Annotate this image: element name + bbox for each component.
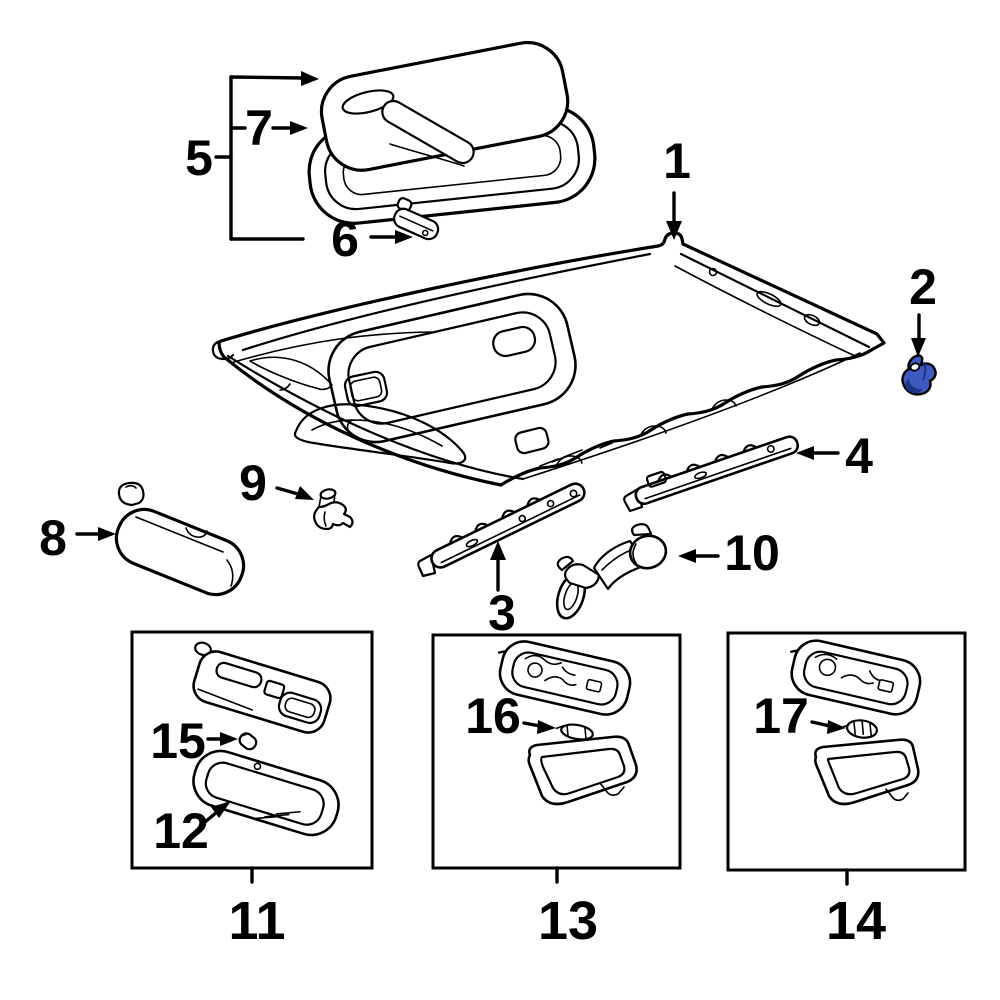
callout-arrow-16 <box>522 720 556 734</box>
callout-4: 4 <box>845 428 873 484</box>
callout-5: 5 <box>185 130 213 186</box>
callout-arrow-2 <box>911 313 926 357</box>
inset-box-14: 17 <box>726 631 967 886</box>
part-10-assist-grip-drawing <box>555 523 668 620</box>
callout-7: 7 <box>245 100 273 156</box>
clip-shadow <box>905 378 922 394</box>
callout-arrow-3 <box>490 541 506 592</box>
inset-box-11: 15 12 <box>130 630 374 884</box>
callout-12: 12 <box>153 803 209 859</box>
caption-box-13: 13 <box>538 891 598 951</box>
callout-15: 15 <box>150 713 206 769</box>
callout-3: 3 <box>488 585 516 641</box>
part-17-bulb-drawing <box>841 719 879 739</box>
part-15-bulb-drawing <box>238 732 258 751</box>
part-6-clip-drawing <box>393 197 440 241</box>
callout-16: 16 <box>465 688 521 744</box>
caption-box-14: 14 <box>826 891 886 951</box>
callout-arrow-6 <box>369 230 413 244</box>
caption-box-11: 11 <box>228 891 285 951</box>
callout-10: 10 <box>724 525 780 581</box>
part-8-sun-visor-drawing <box>114 481 246 597</box>
part-9-visor-clip-drawing <box>313 488 354 531</box>
callout-arrow-12 <box>203 801 231 824</box>
callout-bracket-5 <box>214 71 319 241</box>
part-2-retainer-clip-drawing <box>901 354 937 396</box>
callout-arrow-9 <box>275 486 314 500</box>
callout-1: 1 <box>663 133 691 189</box>
callout-17: 17 <box>753 688 809 744</box>
part-14-dome-lamp-housing-drawing <box>789 639 922 716</box>
callout-arrow-17 <box>810 720 846 734</box>
part-1-headliner-drawing <box>211 231 886 487</box>
callout-arrow-8 <box>75 527 116 541</box>
callout-arrow-1 <box>666 191 682 240</box>
callout-arrow-10 <box>678 549 720 563</box>
callout-2: 2 <box>909 259 937 315</box>
part-14-lens-drawing <box>814 738 920 806</box>
callout-6: 6 <box>331 211 359 267</box>
inset-box-13: 16 <box>431 633 682 884</box>
part-4-roof-rail-drawing <box>623 435 800 513</box>
part-11-console-housing-drawing <box>192 641 332 734</box>
part-13-dome-lamp-housing-drawing <box>497 640 632 716</box>
callout-arrow-4 <box>796 446 840 460</box>
part-16-bulb-drawing <box>555 723 594 741</box>
callout-arrow-15 <box>206 732 238 746</box>
part-12-lens-drawing <box>192 749 340 837</box>
part-3-roof-rail-drawing <box>417 482 586 578</box>
part-13-lens-drawing <box>527 735 638 806</box>
part-5-sunshade-panel-drawing <box>319 41 570 172</box>
callout-9: 9 <box>239 455 267 511</box>
callout-8: 8 <box>39 510 67 566</box>
